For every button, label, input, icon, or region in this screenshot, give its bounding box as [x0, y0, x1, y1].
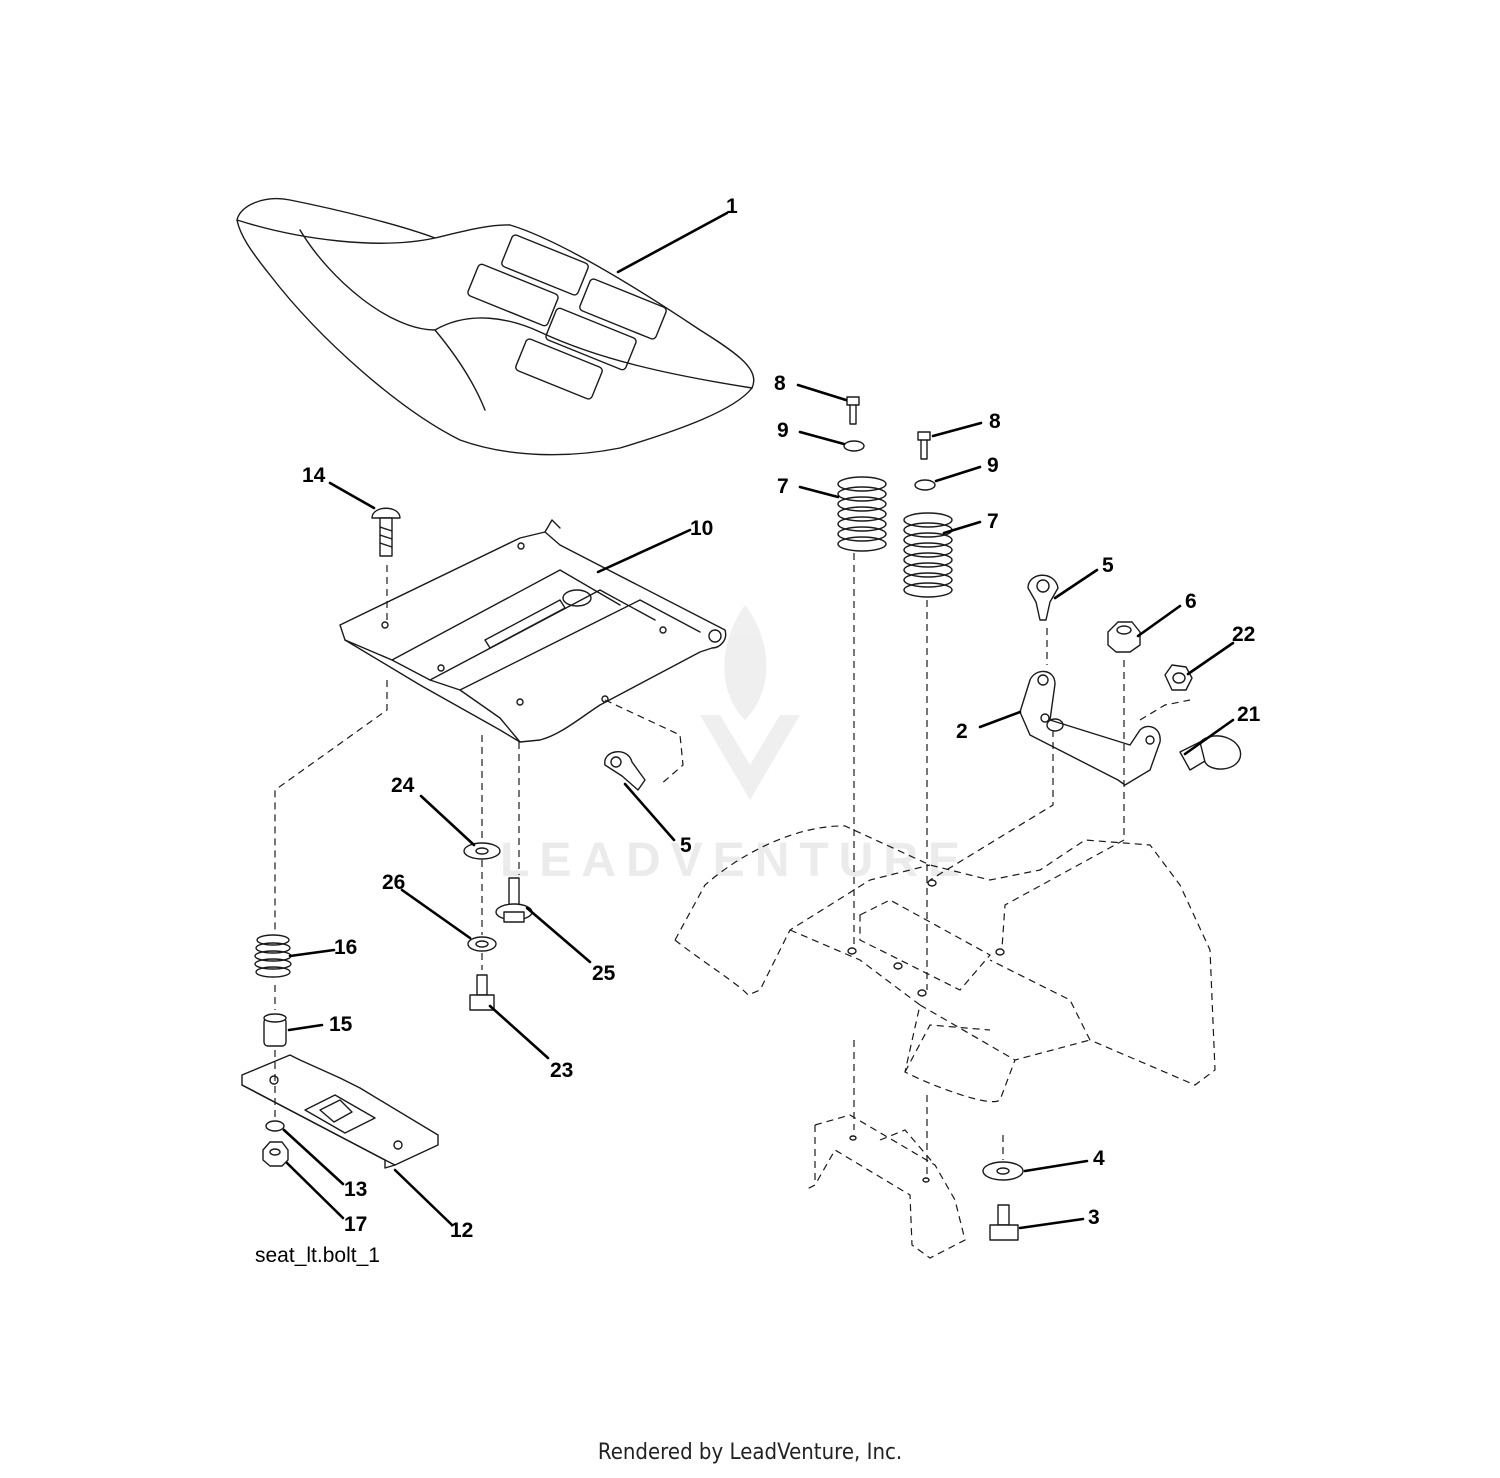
callout-23-bolt[interactable]: 23 — [550, 1059, 573, 1082]
shoulder-bolt — [1179, 735, 1242, 771]
footer-credit: Rendered by LeadVenture, Inc. — [597, 1440, 903, 1465]
callout-25-flange-bolt[interactable]: 25 — [592, 962, 616, 985]
plate-12 — [241, 1054, 439, 1169]
bracket — [1019, 670, 1161, 786]
frame-outline — [674, 825, 1216, 1259]
callout-8-bolt-right[interactable]: 8 — [989, 410, 1001, 433]
callout-12-plate[interactable]: 12 — [450, 1219, 473, 1242]
bolt-3 — [989, 1204, 1019, 1241]
callout-24-washer[interactable]: 24 — [391, 774, 415, 797]
callout-9-washer-right[interactable]: 9 — [987, 454, 999, 477]
diagram-reference-label: seat_lt.bolt_1 — [255, 1244, 380, 1267]
callout-21-shoulder-bolt[interactable]: 21 — [1237, 703, 1261, 726]
callout-1-seat[interactable]: 1 — [726, 195, 738, 218]
callout-7-spring-right[interactable]: 7 — [987, 510, 999, 533]
flange-bolt-25 — [495, 877, 533, 923]
callout-14-carriage-bolt[interactable]: 14 — [302, 464, 326, 487]
callout-5-clip-lower[interactable]: 5 — [680, 834, 692, 857]
watermark: LEADVENTURE — [500, 605, 970, 887]
callout-13-washer[interactable]: 13 — [344, 1178, 367, 1201]
nut-6 — [1107, 621, 1141, 653]
callout-labels: 1 14 10 8 9 7 8 9 7 5 6 22 2 21 24 5 26 … — [302, 195, 1261, 1242]
callout-22-nut[interactable]: 22 — [1232, 623, 1255, 646]
callout-10-seat-pan[interactable]: 10 — [690, 517, 713, 540]
bolt-23 — [469, 974, 495, 1011]
assembly-lines — [274, 553, 1191, 1178]
spacer-15 — [263, 1013, 287, 1047]
callout-26-washer[interactable]: 26 — [382, 871, 405, 894]
callout-4-washer[interactable]: 4 — [1093, 1147, 1105, 1170]
callout-5-clip-upper[interactable]: 5 — [1102, 554, 1114, 577]
washer-26 — [467, 936, 497, 952]
bolt-washer-spring-right — [903, 431, 953, 598]
seat — [236, 198, 755, 456]
watermark-text: LEADVENTURE — [500, 834, 970, 887]
callout-9-washer-left[interactable]: 9 — [777, 419, 789, 442]
callout-17-nut[interactable]: 17 — [344, 1213, 367, 1236]
washer-13 — [265, 1120, 285, 1132]
callout-15-spacer[interactable]: 15 — [329, 1013, 353, 1036]
clip-upper — [1027, 574, 1059, 621]
clip-lower — [604, 751, 646, 791]
seat-pan — [339, 519, 727, 743]
callout-7-spring-left[interactable]: 7 — [777, 475, 789, 498]
spring-16 — [254, 934, 292, 978]
bolt-washer-spring-left — [837, 396, 887, 552]
callout-6-nut[interactable]: 6 — [1185, 590, 1197, 613]
callout-8-bolt-left[interactable]: 8 — [774, 372, 786, 395]
callout-16-spring[interactable]: 16 — [334, 936, 357, 959]
nut-17 — [262, 1141, 289, 1167]
washer-4 — [982, 1161, 1024, 1181]
carriage-bolt — [371, 507, 401, 557]
nut-22 — [1164, 664, 1193, 691]
washer-24 — [463, 842, 501, 860]
frame-holes — [847, 879, 1005, 1183]
leader-lines — [282, 211, 1235, 1230]
callout-3-bolt[interactable]: 3 — [1088, 1206, 1100, 1229]
callout-2-bracket[interactable]: 2 — [956, 720, 968, 743]
